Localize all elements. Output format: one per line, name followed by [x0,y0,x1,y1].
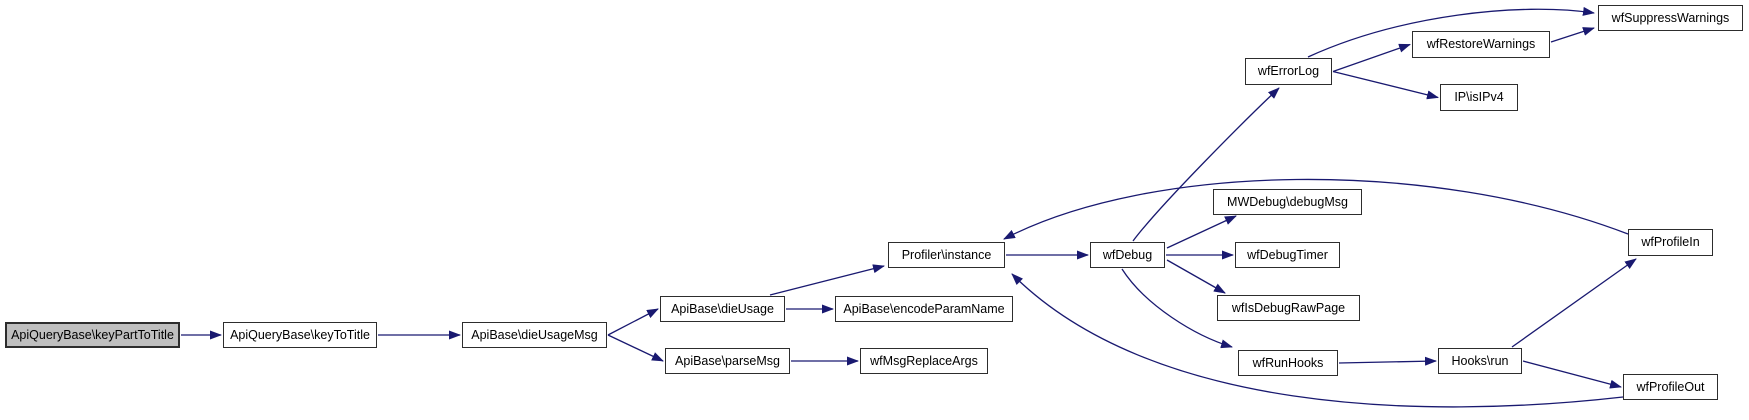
graph-node-wfprofileout[interactable]: wfProfileOut [1623,374,1718,400]
graph-edge [607,334,664,362]
graph-node-apibase-dieusage[interactable]: ApiBase\dieUsage [660,296,785,322]
graph-edge [1003,178,1629,240]
graph-node-hooks-run[interactable]: Hooks\run [1438,348,1522,374]
graph-edge [769,264,885,296]
graph-node-apiquerybase-keyparttotitle: ApiQueryBase\keyPartToTitle [5,322,180,348]
graph-node-wfisdebugrawpage[interactable]: wfIsDebugRawPage [1217,295,1360,321]
graph-node-apibase-parsemsg[interactable]: ApiBase\parseMsg [665,348,790,374]
graph-edge [1332,70,1439,100]
graph-node-wfdebugtimer[interactable]: wfDebugTimer [1235,242,1340,268]
graph-edge [1307,6,1595,58]
graph-node-wfsuppresswarnings[interactable]: wfSuppressWarnings [1598,5,1743,31]
graph-node-wfmsgreplaceargs[interactable]: wfMsgReplaceArgs [860,348,988,374]
graph-edge [607,308,659,336]
graph-edge [1121,268,1233,349]
graph-node-wfdebug[interactable]: wfDebug [1090,242,1165,268]
graph-edge [1132,87,1280,242]
graph-edge [1011,273,1624,408]
graph-edge [1338,356,1437,366]
graph-node-profiler-instance[interactable]: Profiler\instance [888,242,1005,268]
graph-edge [1522,360,1622,389]
graph-node-wferrorlog[interactable]: wfErrorLog [1245,58,1332,85]
graph-edge [1166,215,1237,249]
graph-edge [1332,43,1411,73]
graph-node-apiquerybase-keytotitle[interactable]: ApiQueryBase\keyToTitle [223,322,377,348]
graph-node-wfrestorewarnings[interactable]: wfRestoreWarnings [1412,31,1550,58]
graph-node-apibase-dieusagemsg[interactable]: ApiBase\dieUsageMsg [462,322,607,348]
graph-edge [1511,258,1637,348]
graph-edge [1550,27,1595,43]
graph-node-ip-isipv4[interactable]: IP\isIPv4 [1440,84,1518,111]
graph-node-mwdebug-debugmsg[interactable]: MWDebug\debugMsg [1213,189,1362,215]
graph-node-wfprofilein[interactable]: wfProfileIn [1628,229,1713,256]
graph-node-wfrunhooks[interactable]: wfRunHooks [1238,350,1338,376]
graph-node-apibase-encodeparamname[interactable]: ApiBase\encodeParamName [835,296,1013,322]
graph-edge [1166,259,1226,294]
